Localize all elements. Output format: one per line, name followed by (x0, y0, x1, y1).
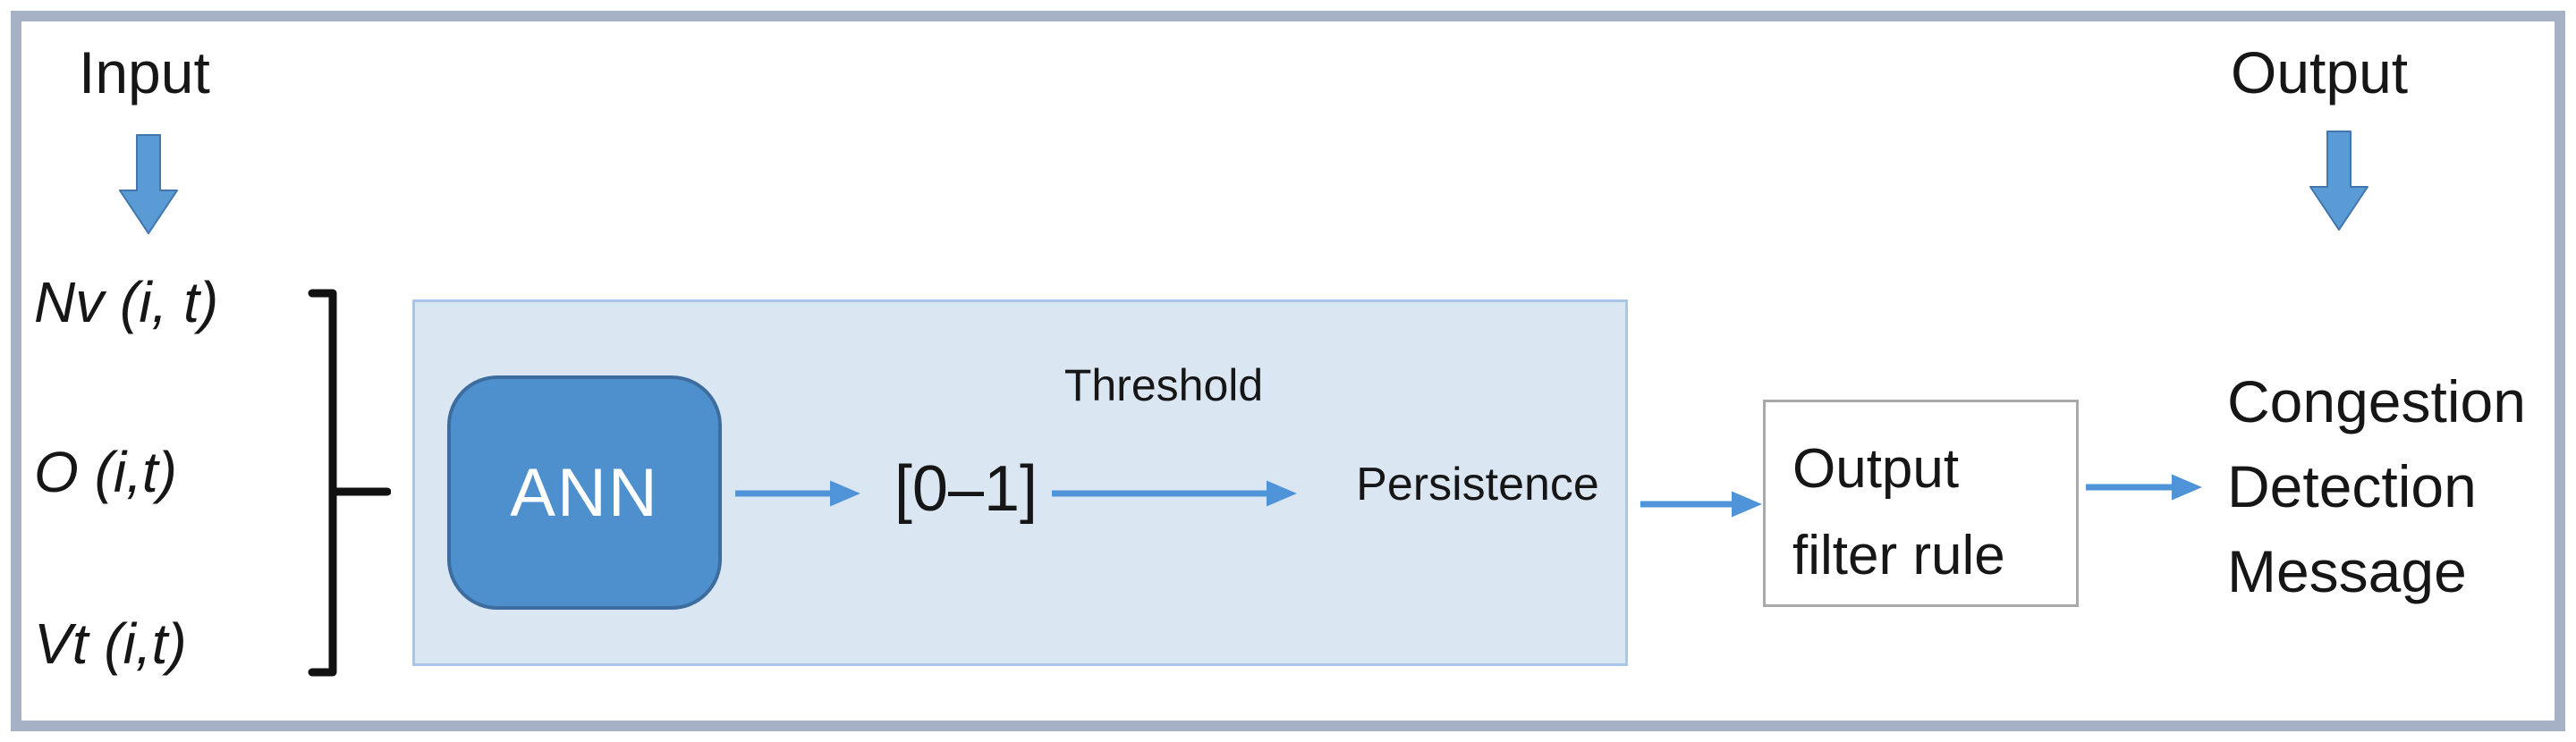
result-line1: Congestion (2227, 368, 2526, 434)
input-group-brace (308, 289, 391, 677)
arrow-filter-to-result (2086, 474, 2202, 501)
arrow-ann-to-range (735, 480, 860, 507)
arrow-range-to-persistence (1052, 480, 1297, 507)
output-block-arrow-icon (2309, 131, 2368, 231)
input-signal-o: O (i,t) (34, 440, 177, 504)
input-signal-nv: Nv (i, t) (34, 270, 219, 334)
filter-box-line1: Output (1792, 438, 1960, 500)
result-line2: Detection (2227, 453, 2477, 519)
input-signal-vt: Vt (i,t) (34, 611, 187, 676)
filter-box-line2: filter rule (1792, 525, 2005, 586)
ann-node: ANN (447, 375, 722, 610)
output-filter-rule-box: Output filter rule (1763, 400, 2079, 607)
output-label: Output (2231, 39, 2409, 105)
persistence-label: Persistence (1356, 459, 1599, 510)
input-block-arrow-icon (119, 134, 178, 234)
ann-label: ANN (510, 454, 659, 531)
result-message: Congestion Detection Message (2227, 359, 2526, 614)
arrow-persistence-to-filter (1640, 491, 1762, 518)
range-label: [0–1] (894, 453, 1038, 525)
threshold-label: Threshold (1063, 360, 1264, 410)
result-line3: Message (2227, 538, 2467, 604)
input-label: Input (79, 39, 210, 105)
